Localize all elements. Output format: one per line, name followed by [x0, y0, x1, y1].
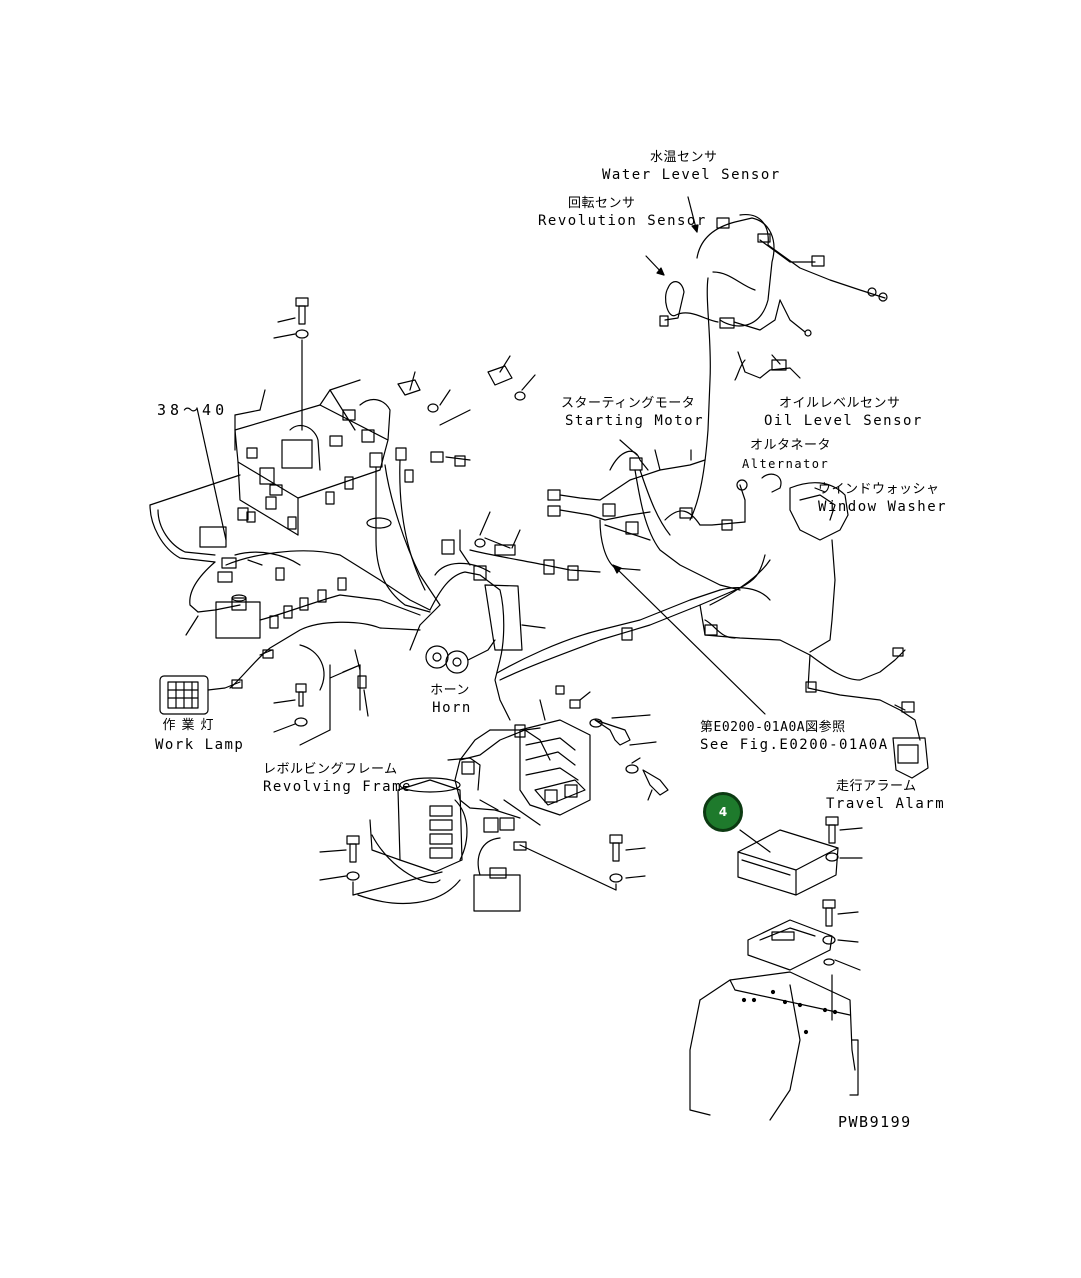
window-washer-label-en: Window Washer [818, 499, 948, 515]
sensor-harness-top [645, 196, 888, 521]
callout-number: 4 [718, 805, 728, 819]
controller-assembly [689, 816, 863, 1121]
see-fig-label-en: See Fig.E0200-01A0A [700, 737, 889, 753]
alternator-label-jp: オルタネータ [750, 438, 832, 453]
figure-id-label: PWB9199 [838, 1113, 912, 1131]
oil-level-label-jp: オイルレベルセンサ [779, 396, 901, 411]
travel-alarm-part [892, 737, 929, 779]
water-level-label-jp: 水温センサ [650, 150, 718, 165]
oil-level-label-en: Oil Level Sensor [764, 413, 923, 429]
revolving-frame-label-en: Revolving Frame [263, 779, 412, 795]
revolving-frame-part [357, 757, 521, 912]
alternator-label-en: Alternator [742, 457, 830, 471]
revolution-label-jp: 回転センサ [568, 196, 636, 211]
bolts-lower-center [555, 685, 669, 801]
starting-motor-label-en: Starting Motor [565, 413, 705, 429]
center-harness [409, 511, 771, 721]
item-range-label: 38～40 [157, 401, 229, 419]
window-washer-label-jp: ウインドウォッシャ [818, 482, 940, 497]
revolution-label-en: Revolution Sensor [538, 213, 707, 229]
callout-badge-4[interactable]: 4 [703, 792, 743, 832]
horn-label-jp: ホーン [430, 683, 470, 698]
left-harness [159, 407, 431, 746]
bolts-lower-right-center [519, 834, 646, 891]
valve-block [454, 699, 591, 851]
work-lamp-label-en: Work Lamp [155, 737, 245, 753]
bolts-lower-left [319, 835, 443, 896]
see-fig-label-jp: 第E0200-01A0A図参照 [700, 720, 846, 735]
revolving-frame-label-jp: レボルビングフレーム [263, 762, 398, 777]
travel-alarm-label-en: Travel Alarm [826, 796, 946, 812]
work-lamp-label-jp: 作業灯 [162, 718, 220, 733]
bolts-upper-left [234, 297, 536, 451]
water-level-label-en: Water Level Sensor [602, 167, 781, 183]
starting-motor-label-jp: スターティングモータ [561, 396, 696, 411]
starting-motor-harness [547, 439, 921, 741]
alternator-washer [761, 473, 849, 653]
horn-label-en: Horn [432, 700, 472, 716]
travel-alarm-label-jp: 走行アラーム [836, 779, 917, 794]
